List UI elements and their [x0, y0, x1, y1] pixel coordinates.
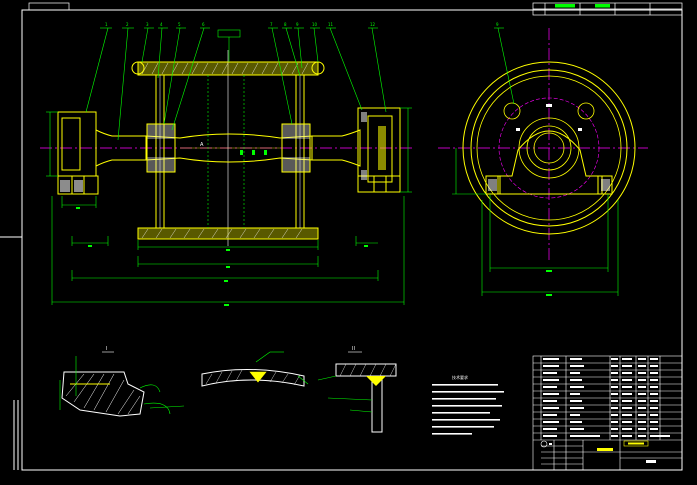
- drawing-stamp: [28, 2, 70, 11]
- svg-text:3: 3: [146, 22, 149, 27]
- svg-text:4: 4: [160, 22, 163, 27]
- svg-text:11: 11: [328, 22, 334, 27]
- technical-notes: 技术要求: [432, 374, 504, 435]
- detail-view-1: I: [59, 346, 185, 417]
- detail-view-3: II: [317, 346, 397, 433]
- svg-text:9: 9: [496, 22, 499, 27]
- svg-text:7: 7: [270, 22, 273, 27]
- drawing-frame: [0, 9, 683, 471]
- svg-text:6: 6: [202, 22, 205, 27]
- title-block: [532, 355, 683, 471]
- svg-text:9: 9: [296, 22, 299, 27]
- left-web-plate: [146, 74, 176, 229]
- svg-text:10: 10: [312, 22, 318, 27]
- right-web-plate: [281, 74, 311, 229]
- detail-view-2: [201, 351, 309, 387]
- svg-text:1: 1: [105, 22, 108, 27]
- front-view: A: [40, 22, 412, 306]
- detail-label-3: II: [352, 346, 355, 352]
- svg-text:12: 12: [370, 22, 376, 27]
- center-mark: A: [200, 142, 204, 148]
- top-right-table: [532, 2, 683, 16]
- svg-text:8: 8: [284, 22, 287, 27]
- notes-title: 技术要求: [452, 374, 468, 380]
- side-view: 9: [438, 22, 648, 296]
- front-view-dimensions: [46, 75, 412, 305]
- drum-shell-top: [137, 61, 319, 76]
- front-view-leaders: [85, 27, 387, 141]
- svg-text:5: 5: [178, 22, 181, 27]
- right-bearing-housing: [357, 107, 401, 193]
- drum-outer-circle: [462, 61, 636, 235]
- drum-shell-bottom: [137, 227, 319, 240]
- detail-label-1: I: [106, 346, 107, 352]
- svg-text:2: 2: [126, 22, 129, 27]
